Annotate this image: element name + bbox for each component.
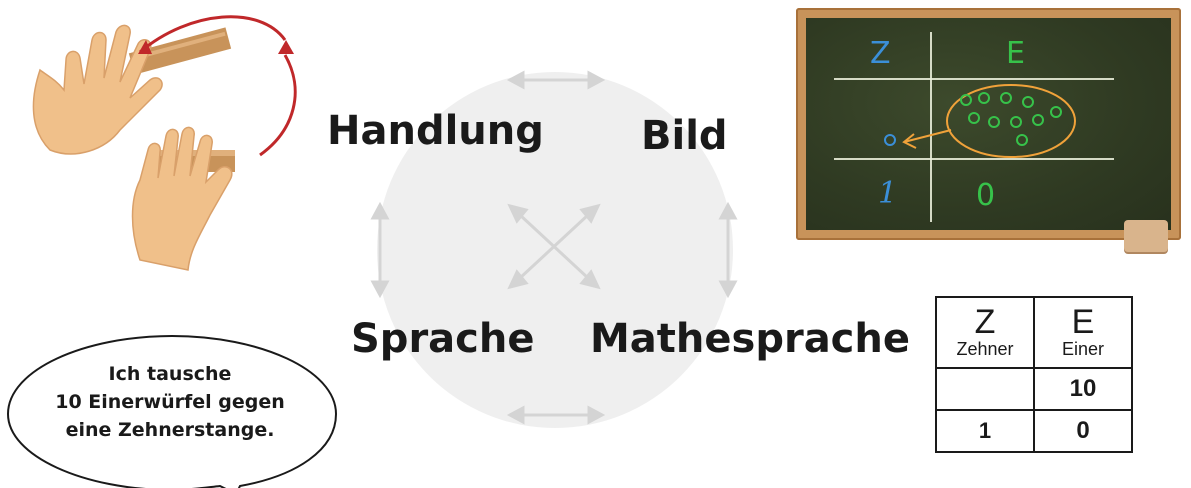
cell-einer: 0 bbox=[1033, 409, 1133, 453]
top-double-arrow bbox=[506, 70, 606, 90]
cycle-diagram bbox=[370, 70, 738, 428]
board-col-e: E bbox=[1006, 36, 1025, 71]
table-header-row: Z Zehner E Einer bbox=[935, 296, 1133, 369]
unit-cube-dot bbox=[1032, 114, 1044, 126]
label-handlung: Handlung bbox=[327, 108, 544, 154]
eraser-icon bbox=[1124, 220, 1168, 252]
board-col-z: Z bbox=[870, 36, 891, 71]
unit-cube-dot bbox=[1022, 96, 1034, 108]
blackboard-surface: Z E 1 0 bbox=[806, 18, 1171, 230]
cell-zehner: 1 bbox=[935, 409, 1035, 453]
header-word-zehner: Zehner bbox=[956, 339, 1014, 359]
board-arrow-icon bbox=[902, 129, 952, 149]
unit-cube-dot bbox=[1010, 116, 1022, 128]
unit-cube-dot bbox=[1000, 92, 1012, 104]
hands-exchange-illustration bbox=[32, 15, 297, 271]
bubble-line: eine Zehnerstange. bbox=[65, 419, 275, 441]
header-letter-e: E bbox=[1071, 303, 1095, 341]
cell-zehner bbox=[935, 367, 1035, 411]
place-value-table: Z Zehner E Einer 10 1 0 bbox=[935, 296, 1133, 453]
table-row: 10 bbox=[935, 367, 1133, 411]
unit-cube-dot bbox=[988, 116, 1000, 128]
board-digit-z: 1 bbox=[878, 176, 898, 211]
unit-cube-dot bbox=[960, 94, 972, 106]
lower-hand-icon bbox=[131, 126, 235, 271]
header-word-einer: Einer bbox=[1061, 339, 1105, 359]
header-letter-z: Z bbox=[974, 303, 996, 341]
header-einer: E Einer bbox=[1033, 296, 1133, 369]
upper-hand-icon bbox=[32, 24, 232, 155]
board-digit-e: 0 bbox=[976, 178, 996, 213]
blackboard: Z E 1 0 bbox=[796, 8, 1181, 240]
diagonal-cross-arrows bbox=[507, 203, 601, 290]
bubble-line: Ich tausche bbox=[108, 363, 232, 385]
table-row: 1 0 bbox=[935, 409, 1133, 453]
chalk-vertical-line bbox=[930, 32, 932, 222]
chalk-horizontal-line-top bbox=[834, 78, 1114, 80]
unit-cube-dot bbox=[1050, 106, 1062, 118]
left-double-arrow bbox=[370, 201, 390, 299]
group-outline bbox=[946, 84, 1076, 158]
header-zehner: Z Zehner bbox=[935, 296, 1035, 369]
right-double-arrow bbox=[718, 201, 738, 299]
bubble-line: 10 Einerwürfel gegen bbox=[55, 391, 285, 413]
board-group-drawing bbox=[884, 84, 1076, 158]
label-sprache: Sprache bbox=[351, 316, 535, 362]
unit-cube-dot bbox=[978, 92, 990, 104]
board-tens-dot bbox=[884, 134, 896, 146]
speech-bubble-text: Ich tausche 10 Einerwürfel gegen eine Ze… bbox=[20, 360, 320, 444]
bottom-double-arrow bbox=[506, 405, 606, 425]
chalk-horizontal-line-bottom bbox=[834, 158, 1114, 160]
cell-einer: 10 bbox=[1033, 367, 1133, 411]
cycle-circle bbox=[377, 72, 733, 428]
unit-cube-dot bbox=[1016, 134, 1028, 146]
exchange-arrow-icon bbox=[138, 15, 297, 157]
speech-bubble bbox=[6, 334, 338, 488]
unit-cube-dot bbox=[968, 112, 980, 124]
label-bild: Bild bbox=[641, 113, 728, 159]
label-mathesprache: Mathesprache bbox=[590, 316, 910, 362]
